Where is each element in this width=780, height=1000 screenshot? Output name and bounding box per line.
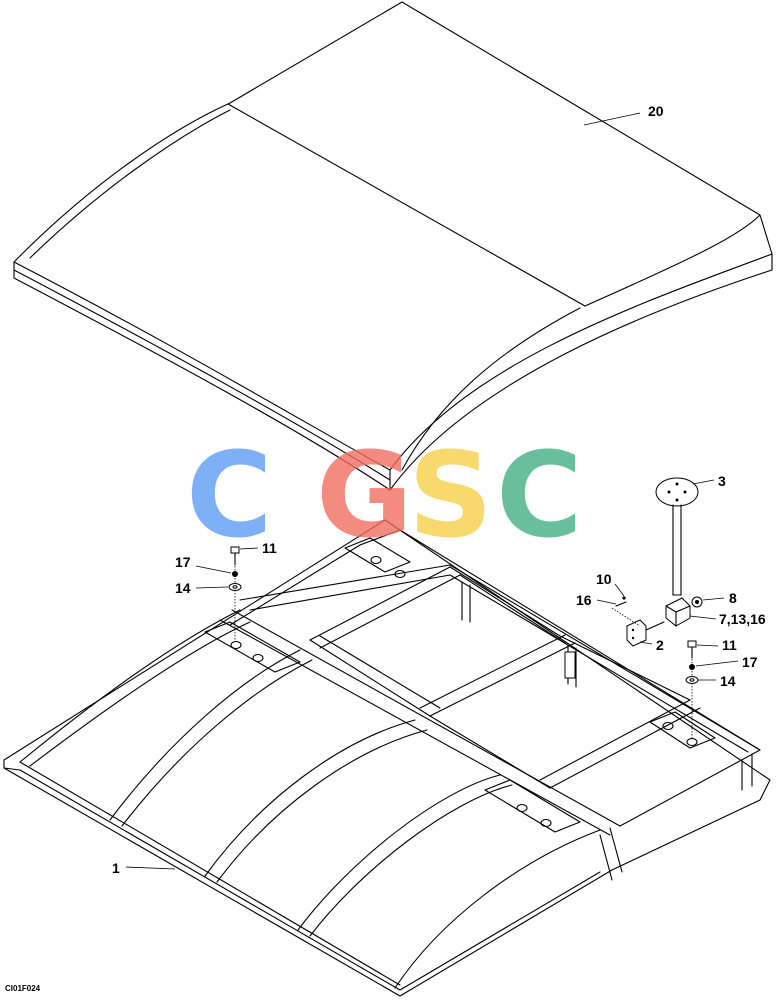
callout-3: 3 bbox=[718, 473, 726, 489]
callout-20: 20 bbox=[648, 103, 664, 119]
watermark-letter-c2: C bbox=[496, 426, 583, 564]
callout-2: 2 bbox=[656, 637, 664, 653]
support-pole bbox=[655, 477, 699, 596]
callout-11-left: 11 bbox=[262, 540, 277, 556]
watermark-letter-c1: C bbox=[186, 426, 273, 564]
callout-14-right: 14 bbox=[720, 673, 736, 689]
callout-8: 8 bbox=[729, 590, 737, 606]
callout-labels: 20 3 11 17 14 10 16 8 7,13,16 2 11 17 14… bbox=[5, 103, 766, 993]
drawing-code: CI01F024 bbox=[5, 984, 41, 993]
cgsc-watermark: C G S C bbox=[186, 426, 583, 564]
fastener-set-right bbox=[685, 640, 699, 740]
watermark-letter-g: G bbox=[316, 426, 413, 564]
callout-17-right: 17 bbox=[742, 654, 758, 670]
callout-14-left: 14 bbox=[175, 580, 191, 596]
callout-17-left: 17 bbox=[175, 554, 191, 570]
callout-16: 16 bbox=[576, 592, 592, 608]
roof-frame bbox=[3, 519, 771, 997]
fastener-set-left bbox=[228, 546, 242, 640]
callout-1: 1 bbox=[112, 860, 120, 876]
leader-lines bbox=[125, 112, 739, 870]
callout-11-right: 11 bbox=[722, 637, 737, 653]
callout-7-13-16: 7,13,16 bbox=[719, 611, 766, 627]
roof-cover bbox=[13, 1, 773, 491]
bracket-assembly bbox=[564, 596, 703, 679]
callout-10: 10 bbox=[596, 571, 612, 587]
watermark-letter-s: S bbox=[408, 426, 493, 564]
